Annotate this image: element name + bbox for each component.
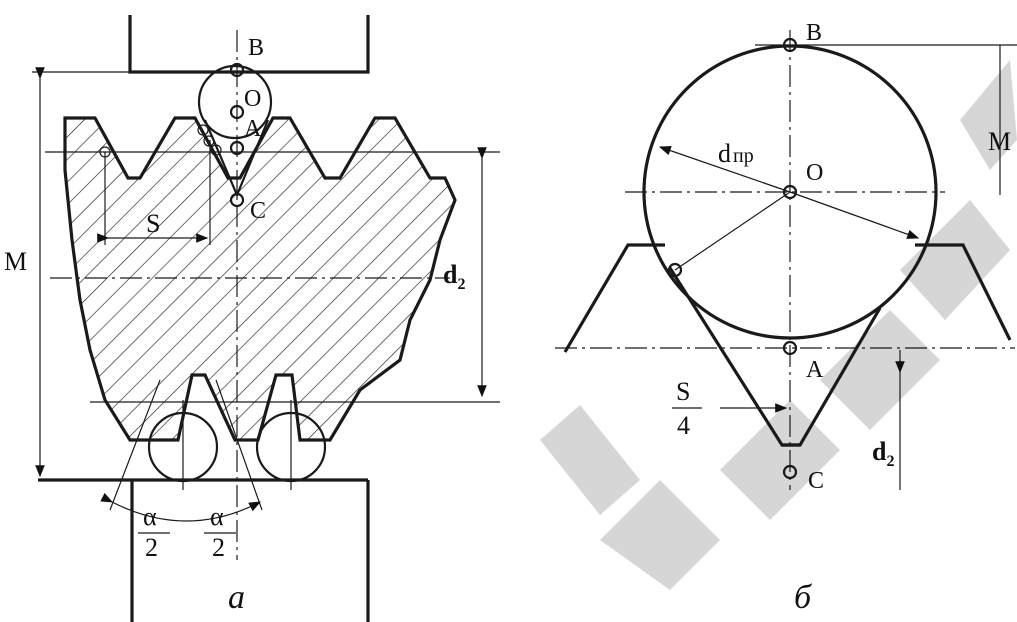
label-B-b: B bbox=[806, 20, 822, 46]
label-alpha-right-den: 2 bbox=[212, 533, 225, 562]
point-C-marker-b bbox=[782, 464, 798, 480]
point-O-marker-b bbox=[782, 184, 798, 200]
thread-profile bbox=[563, 243, 1012, 353]
label-d2: d2 bbox=[443, 260, 465, 293]
label-A: A bbox=[244, 116, 262, 142]
label-O-b: O bbox=[806, 160, 823, 186]
point-B-marker-b bbox=[782, 37, 798, 53]
label-M: M bbox=[4, 247, 27, 276]
label-S4-den: 4 bbox=[677, 411, 690, 440]
label-C: C bbox=[250, 198, 266, 224]
label-alpha-left-den: 2 bbox=[145, 533, 158, 562]
label-alpha-right: α bbox=[210, 502, 224, 531]
label-S: S bbox=[146, 209, 160, 238]
label-alpha-left: α bbox=[143, 502, 157, 531]
label-B: B bbox=[248, 35, 264, 61]
point-A-marker bbox=[229, 140, 245, 156]
watermark bbox=[540, 60, 1017, 590]
tangent-point-marker bbox=[667, 262, 683, 278]
point-A-marker-b bbox=[782, 340, 798, 356]
point-C-marker bbox=[229, 192, 245, 208]
caption-a: а bbox=[228, 579, 245, 616]
label-S4-num: S bbox=[676, 377, 690, 406]
figure-a: B O A C M S d2 α 2 α 2 а bbox=[4, 15, 500, 622]
label-M-b: M bbox=[988, 127, 1011, 156]
label-O: O bbox=[244, 86, 261, 112]
label-A-b: A bbox=[806, 357, 824, 383]
label-d2-b: d2 bbox=[872, 437, 894, 470]
threaded-workpiece bbox=[63, 116, 457, 442]
top-wire-circle bbox=[197, 64, 273, 140]
point-O-marker bbox=[229, 104, 245, 120]
point-B-marker bbox=[229, 62, 245, 78]
caption-b: б bbox=[794, 579, 813, 616]
lower-anvil bbox=[38, 478, 370, 622]
upper-anvil bbox=[128, 15, 370, 74]
label-C-b: C bbox=[808, 468, 824, 494]
